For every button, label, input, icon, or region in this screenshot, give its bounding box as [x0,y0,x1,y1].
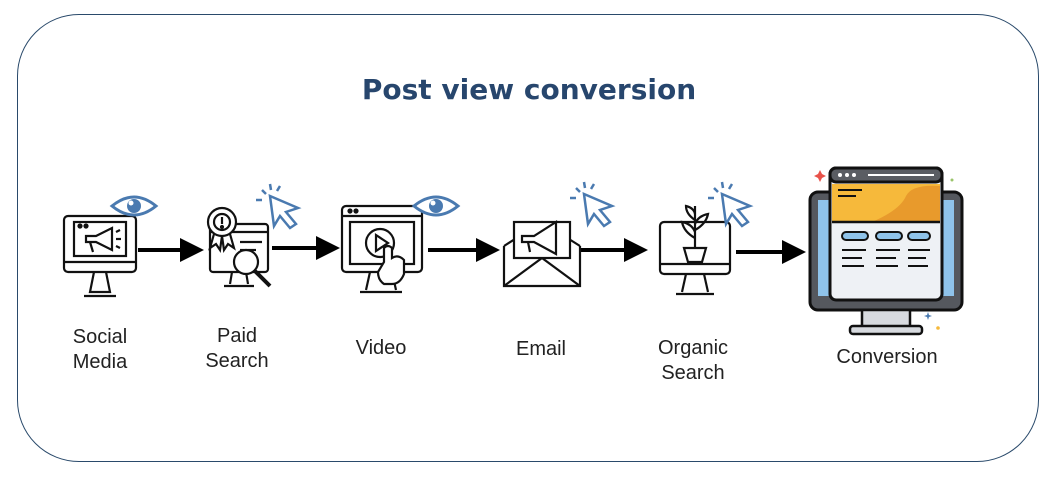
search-ad-icon [206,206,272,288]
eye-icon [411,195,461,217]
cursor-click-icon [708,181,754,228]
step-label-video: Video [355,337,407,359]
megaphone-monitor-icon [62,214,138,298]
arrow-1 [138,238,204,262]
diagram-title: Post view conversion [361,73,697,106]
arrow-5 [736,240,806,264]
cursor-click-icon [570,181,616,228]
arrow-4 [580,238,648,262]
email-megaphone-icon [502,219,582,288]
cursor-click-icon [256,183,302,230]
video-player-icon [340,204,424,294]
step-label-conversion: Conversion [836,346,938,368]
flow-arrows [138,236,806,264]
eye-icon [109,195,159,217]
diagram-frame [17,14,1039,462]
plant-monitor-icon [658,204,732,296]
website-monitor-icon [808,166,964,336]
arrow-2 [272,236,340,260]
arrow-3 [428,238,500,262]
step-label-email: Email [515,338,566,360]
